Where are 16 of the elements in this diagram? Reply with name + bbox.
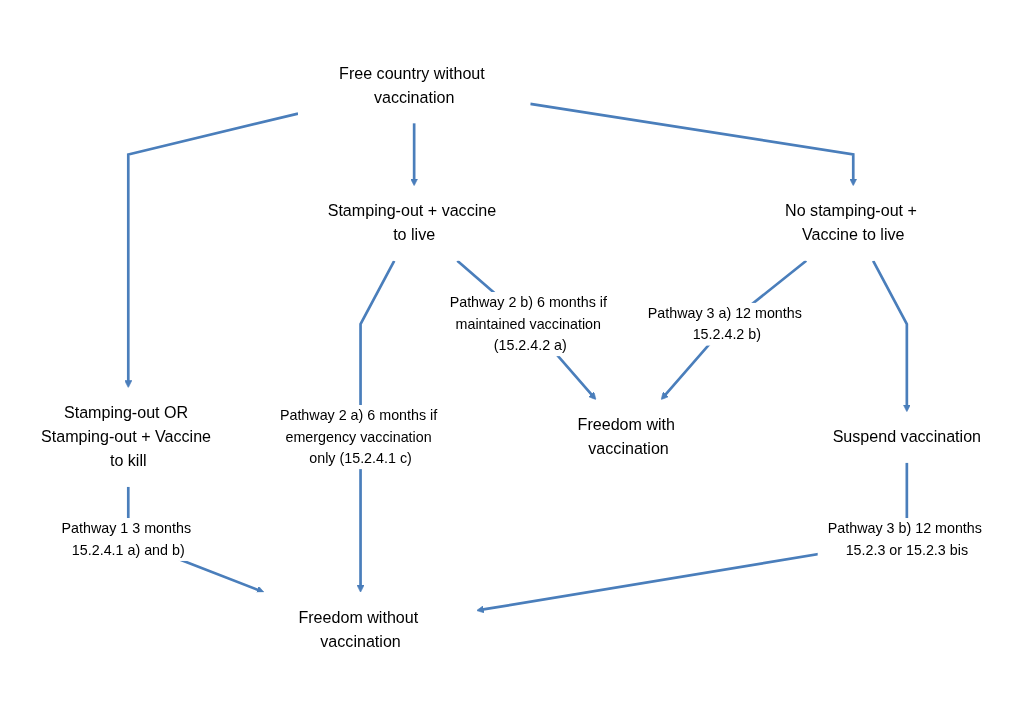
- edge-label: Pathway 3 b) 12 months 15.2.3 or 15.2.3 bis: [827, 520, 982, 558]
- node-text: Free country without vaccination: [339, 64, 485, 107]
- node-text: Stamping-out OR Stamping-out + Vaccine to kill: [41, 403, 212, 470]
- arrow: [124, 112, 299, 388]
- node-text: Stamping-out + vaccine to live: [327, 201, 497, 244]
- edge-label: Pathway 1 3 months 15.2.4.1 a) and b): [61, 520, 192, 558]
- node-text: No stamping-out + Vaccine to live: [785, 201, 917, 244]
- arrow: [410, 123, 419, 186]
- arrow: [872, 259, 911, 412]
- edge-label: Pathway 2 b) 6 months if maintained vaccination (15.2.4.2 a): [449, 294, 607, 353]
- node-text: Freedom without vaccination: [298, 608, 419, 651]
- arrow: [530, 102, 858, 186]
- node-text: Suspend vaccination: [832, 427, 982, 446]
- edge-label: Pathway 2 a) 6 months if emergency vaccination only (15.2.4.1 c): [279, 407, 438, 466]
- node-text: Freedom with vaccination: [577, 415, 676, 458]
- edge-label: Pathway 3 a) 12 months 15.2.4.2 b): [647, 305, 802, 342]
